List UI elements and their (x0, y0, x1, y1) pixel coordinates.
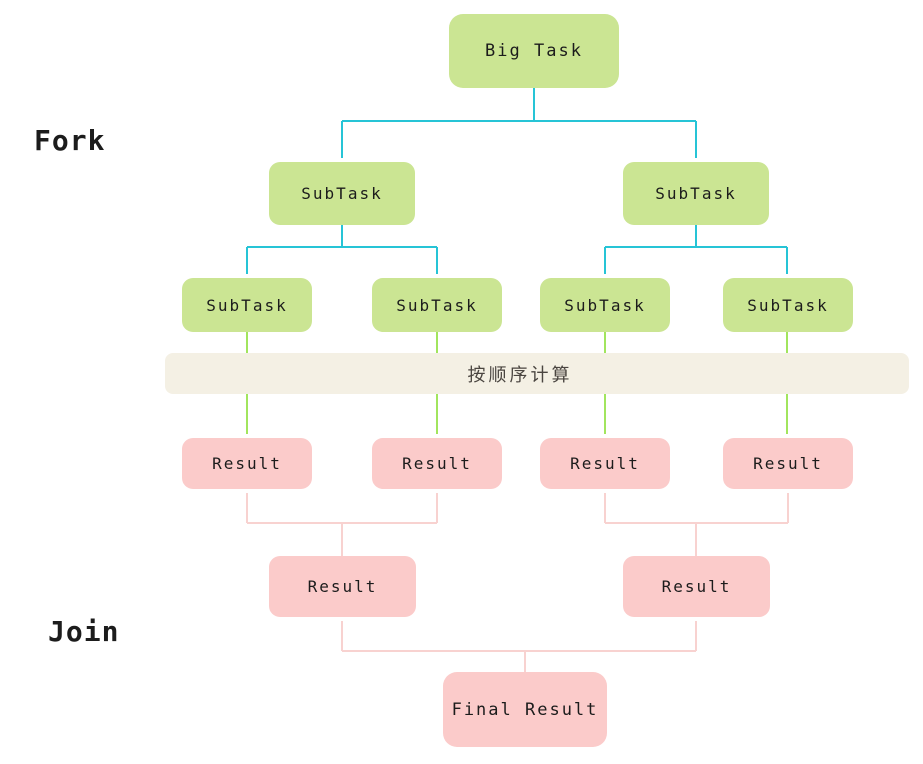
node-subtask-leaf-1: SubTask (182, 278, 312, 332)
node-subtask-leaf-4: SubTask (723, 278, 853, 332)
node-subtask-leaf-2: SubTask (372, 278, 502, 332)
node-subtask-right: SubTask (623, 162, 769, 225)
node-subtask-leaf-3: SubTask (540, 278, 670, 332)
node-result-merged-left: Result (269, 556, 416, 617)
node-result-4: Result (723, 438, 853, 489)
node-final-result: Final Result (443, 672, 607, 747)
fork-label: Fork (34, 124, 106, 157)
fork-arrows (246, 88, 788, 274)
node-result-3: Result (540, 438, 670, 489)
join-arrows (246, 493, 789, 672)
node-big-task: Big Task (449, 14, 619, 88)
sequential-compute-band: 按顺序计算 (165, 353, 909, 394)
node-result-merged-right: Result (623, 556, 770, 617)
node-result-2: Result (372, 438, 502, 489)
join-label: Join (48, 615, 120, 648)
node-result-1: Result (182, 438, 312, 489)
node-subtask-left: SubTask (269, 162, 415, 225)
